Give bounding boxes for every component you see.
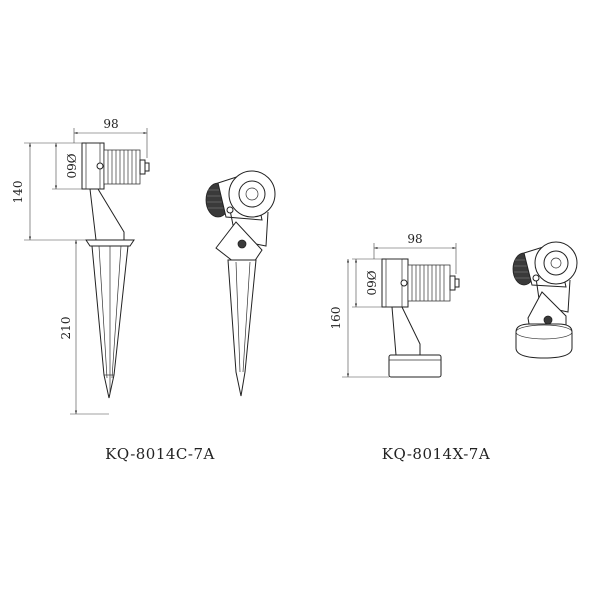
right-width-label: 98 [407,232,422,246]
left-diameter-label: Ø60 [64,153,78,178]
left-perspective-view [205,170,276,397]
left-model-caption: KQ-8014C-7A [105,445,215,463]
right-height-label: 160 [329,307,343,330]
left-width-label: 98 [103,117,118,131]
left-height-label: 140 [11,181,25,204]
left-side-view [81,142,150,399]
left-spike-label: 210 [59,317,73,340]
right-model-caption: KQ-8014X-7A [382,445,490,463]
right-perspective-view [512,241,578,359]
right-diameter-label: Ø60 [364,270,378,295]
left-dimensions [24,128,148,415]
right-side-view [381,258,460,378]
right-dimensions [342,243,457,378]
